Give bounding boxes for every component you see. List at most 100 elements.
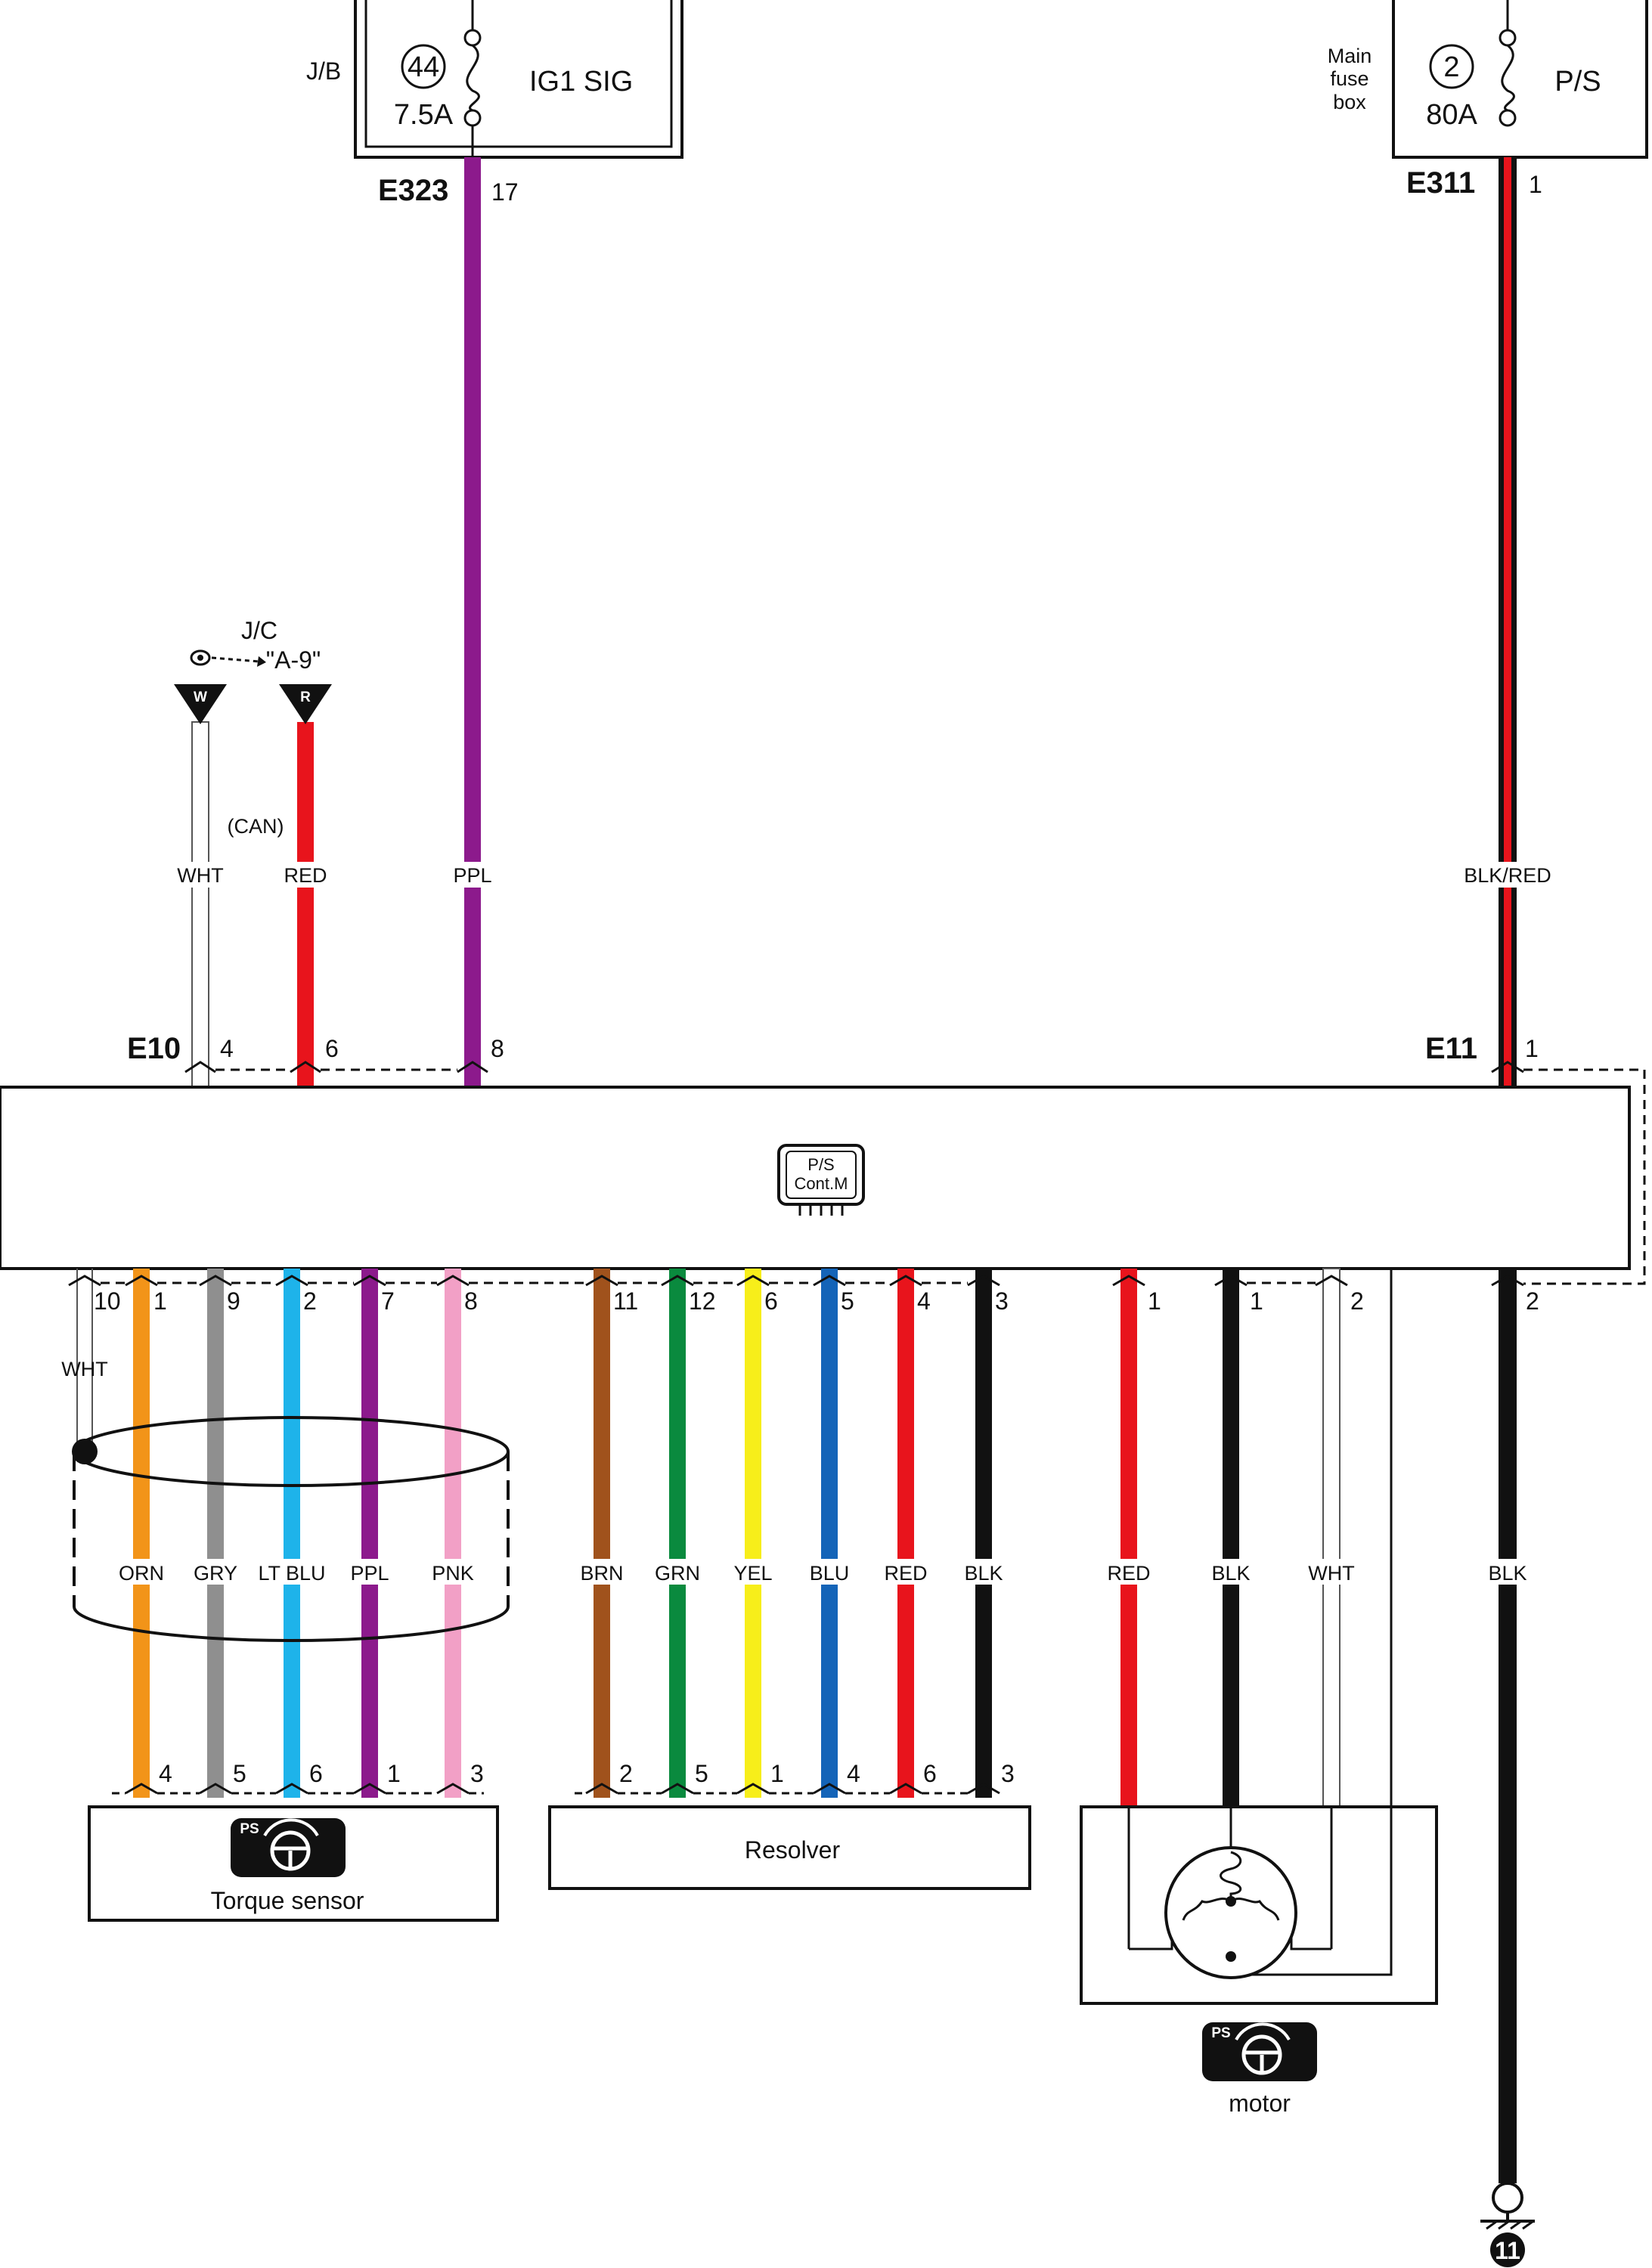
pin-e10-6: 6 — [325, 1035, 339, 1062]
torque-sensor: 4 5 6 1 3 PS Torque sensor — [88, 1760, 499, 1922]
pin-e10-4: 4 — [220, 1035, 234, 1062]
wire-red — [897, 1269, 914, 1798]
terminal-w-marker — [174, 684, 227, 724]
wire-label-yel: YEL — [733, 1562, 772, 1585]
shield-drain-dot — [72, 1439, 98, 1464]
wire-grn — [669, 1269, 686, 1798]
wire-label-pnk: PNK — [432, 1562, 474, 1585]
ts-pin-6: 6 — [309, 1760, 323, 1787]
wire-label-blk-red: BLK/RED — [1464, 864, 1551, 887]
resolver-label: Resolver — [745, 1836, 841, 1864]
wire-blu — [821, 1269, 838, 1798]
pin-e323: 17 — [491, 178, 519, 206]
resolver-box — [548, 1805, 1031, 1890]
pin-torque-7: 7 — [381, 1287, 395, 1315]
circuit-ps: P/S — [1554, 66, 1601, 98]
ps-control-module: P/S Cont.M — [0, 1086, 1631, 1270]
res-pin-6: 6 — [923, 1760, 937, 1787]
ts-icon-ps: PS — [240, 1821, 259, 1837]
wire-ppl-upper — [464, 157, 481, 1087]
ts-pin-5: 5 — [233, 1760, 246, 1787]
wire-label-ppl: PPL — [453, 864, 491, 887]
jc-label: J/C — [241, 617, 277, 644]
pin-motor-1-red: 1 — [1148, 1287, 1161, 1315]
wire-label-motor-red: RED — [1107, 1562, 1150, 1585]
motor-icon-ps: PS — [1211, 2025, 1230, 2041]
controller-icon-text-1: P/S — [807, 1155, 834, 1174]
motor-stator-icon — [1164, 1846, 1297, 1979]
jb-fuse-box: J/B 44 7.5A IG1 SIG E323 17 — [306, 0, 683, 207]
wire-motor-wht — [1322, 1268, 1341, 1808]
wire-motor-blk — [1223, 1269, 1239, 1807]
wire-motor-red — [1120, 1269, 1137, 1807]
pin-resolver-6: 6 — [764, 1287, 778, 1315]
wire-label-orn: ORN — [119, 1562, 164, 1585]
res-pin-3: 3 — [1001, 1760, 1015, 1787]
fuse-number-circle — [1429, 44, 1474, 89]
pin-torque-2: 2 — [303, 1287, 317, 1315]
wire-label-ppl: PPL — [350, 1562, 389, 1585]
pin-resolver-11: 11 — [613, 1287, 638, 1315]
res-pin-4: 4 — [847, 1760, 860, 1787]
jc-reference: "A-9" — [266, 646, 321, 674]
wire-label-lt-blu: LT BLU — [258, 1562, 325, 1585]
connector-e323: E323 — [378, 174, 448, 207]
fuse-number-circle — [401, 44, 446, 89]
pin-torque-8: 8 — [464, 1287, 478, 1315]
wire-blk — [975, 1269, 992, 1798]
main-fuse-label-3: box — [1333, 91, 1366, 113]
pin-resolver-4: 4 — [917, 1287, 931, 1315]
controller-top-connectors: E10 4 6 8 E11 1 — [127, 1032, 1646, 1285]
fuse-icon — [1501, 44, 1515, 112]
wire-brn — [594, 1269, 610, 1798]
fuse-rating: 80A — [1426, 99, 1477, 131]
wire-label-red: RED — [284, 864, 327, 887]
lower-wires: 10 1 9 2 7 8 11 12 6 5 4 3 1 1 2 2 WHT — [61, 1268, 1539, 2183]
pin-torque-1: 1 — [153, 1287, 167, 1315]
res-pin-5: 5 — [695, 1760, 708, 1787]
circuit-ig1-sig: IG1 SIG — [529, 66, 633, 98]
fuse-icon — [466, 44, 480, 112]
wire-label-red: RED — [884, 1562, 927, 1585]
ground-number: 11 — [1495, 2237, 1520, 2264]
lower-wire-labels: ORN GRY LT BLU PPL PNK BRN GRN YEL BLU R… — [113, 1559, 1534, 1585]
terminal-r-letter: R — [300, 689, 311, 705]
wire-label-brn: BRN — [580, 1562, 623, 1585]
res-pin-2: 2 — [619, 1760, 633, 1787]
ts-pin-4: 4 — [159, 1760, 172, 1787]
pin-e10-8: 8 — [491, 1035, 504, 1062]
wire-ppl — [361, 1269, 378, 1798]
main-fuse-label-2: fuse — [1330, 67, 1368, 90]
connector-e11: E11 — [1425, 1032, 1477, 1065]
connector-e311: E311 — [1406, 166, 1475, 200]
terminal-w-letter: W — [194, 689, 207, 705]
pin-motor-2-wht: 2 — [1350, 1287, 1364, 1315]
eye-icon — [190, 649, 211, 666]
pin-torque-9: 9 — [227, 1287, 240, 1315]
terminal-r-marker — [279, 684, 332, 724]
pin-resolver-3: 3 — [995, 1287, 1009, 1315]
pin-resolver-12: 12 — [689, 1287, 716, 1315]
motor-label: motor — [1229, 2090, 1291, 2117]
wire-label-motor-blk: BLK — [1211, 1562, 1250, 1585]
wire-label-shield-wht: WHT — [61, 1358, 107, 1380]
jb-label: J/B — [306, 57, 341, 85]
wire-label-gry: GRY — [194, 1562, 237, 1585]
wire-label-grn: GRN — [655, 1562, 700, 1585]
ground-terminal — [1492, 2182, 1523, 2214]
wire-label-wht: WHT — [177, 864, 223, 887]
torque-sensor-label: Torque sensor — [211, 1887, 364, 1914]
pin-ground-2: 2 — [1526, 1287, 1539, 1315]
ground-number-badge — [1490, 2232, 1525, 2267]
ts-pin-3: 3 — [470, 1760, 484, 1787]
resolver: 2 5 1 4 6 3 Resolver — [548, 1760, 1031, 1890]
can-label: (CAN) — [228, 815, 284, 838]
main-fuse-label-1: Main — [1328, 45, 1372, 67]
wire-label-ground-blk: BLK — [1488, 1562, 1526, 1585]
wire-red-can — [297, 722, 314, 1087]
wire-label-motor-wht: WHT — [1308, 1562, 1354, 1585]
motor: PS motor — [1080, 1269, 1438, 2117]
wire-lt-blu — [284, 1269, 300, 1798]
main-fuse-box: Main fuse box 2 80A P/S E311 1 — [1328, 0, 1648, 200]
wire-label-blk: BLK — [964, 1562, 1003, 1585]
